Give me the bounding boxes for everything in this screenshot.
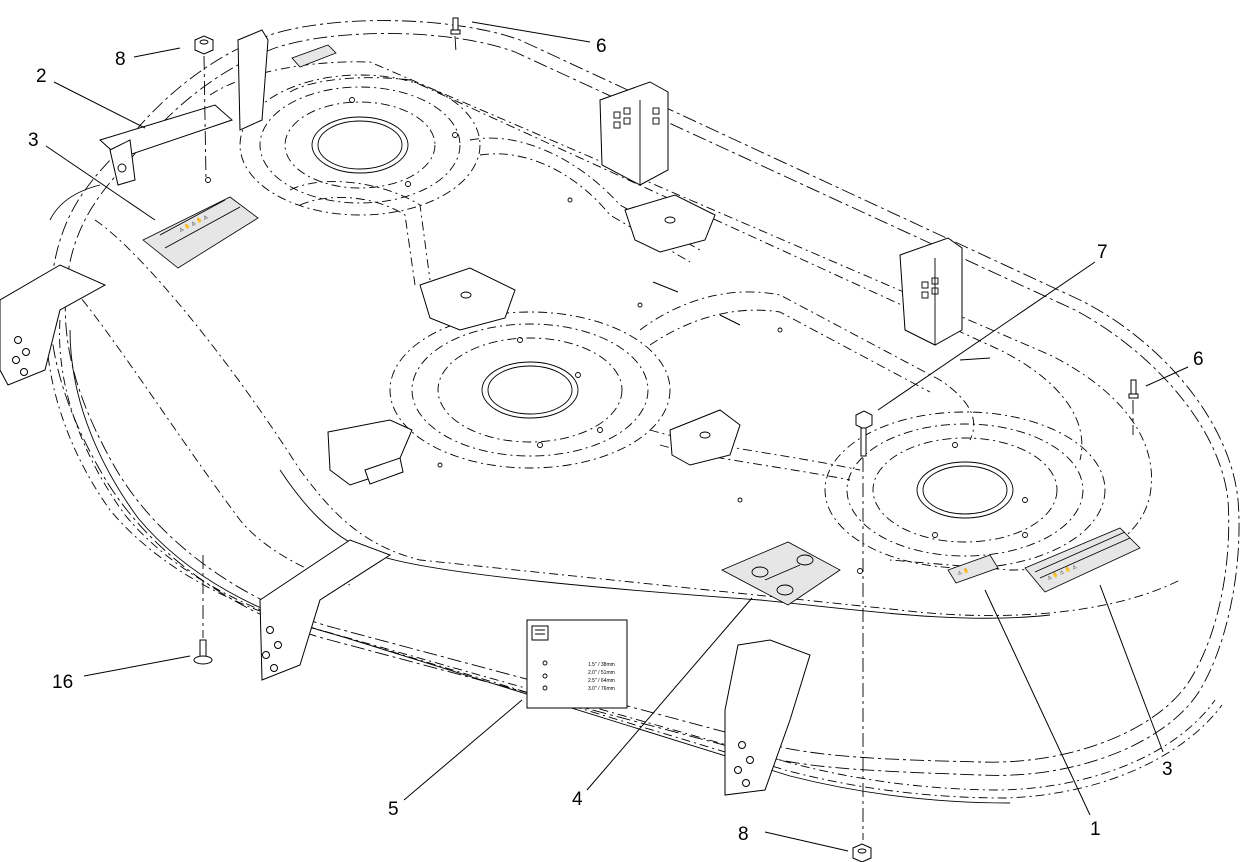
rear-upright-left xyxy=(599,81,669,186)
deck-holes xyxy=(205,97,1028,574)
pin-6-right xyxy=(1128,379,1139,435)
decal-5: 1.5" / 38mm 2.0" / 51mm 2.5" / 64mm 3.0"… xyxy=(526,619,628,709)
callout-8-top: 8 xyxy=(115,49,126,70)
spindle-left xyxy=(239,74,481,216)
svg-text:2.0" / 51mm: 2.0" / 51mm xyxy=(588,670,615,676)
callout-3-right: 3 xyxy=(1162,759,1173,780)
front-bracket-right xyxy=(724,639,811,796)
callout-6-right: 6 xyxy=(1193,349,1204,370)
svg-text:1.5" / 38mm: 1.5" / 38mm xyxy=(588,662,615,668)
front-bracket-mid-left xyxy=(327,419,413,486)
callout-3-left: 3 xyxy=(28,130,39,151)
nut-8-bottom xyxy=(852,843,872,862)
callout-4: 4 xyxy=(572,789,583,810)
svg-text:3.0" / 76mm: 3.0" / 76mm xyxy=(588,686,615,692)
rear-upright-right xyxy=(899,237,963,346)
callouts: 8 2 3 6 7 6 16 5 4 8 1 3 xyxy=(28,36,1204,845)
svg-text:2.5" / 64mm: 2.5" / 64mm xyxy=(588,678,615,684)
pin-6-top xyxy=(450,17,461,53)
callout-2: 2 xyxy=(36,66,47,87)
callout-6-top: 6 xyxy=(596,36,607,57)
callout-16: 16 xyxy=(52,672,73,693)
spindle-center xyxy=(389,311,671,469)
rim-decal xyxy=(291,44,337,68)
decal-3-right: ⚠ ✋ ⚠ ✋ ⚠ xyxy=(1024,527,1141,593)
top-brackets xyxy=(419,194,741,466)
callout-8-bottom: 8 xyxy=(738,824,749,845)
callout-7: 7 xyxy=(1097,242,1108,263)
nut-8-top xyxy=(194,35,214,181)
leader-lines xyxy=(45,21,1189,852)
deck-housing xyxy=(45,20,1240,804)
front-bracket-far-left xyxy=(0,264,107,386)
rear-pivot-arm xyxy=(49,29,269,221)
bolt-16 xyxy=(193,555,213,665)
decal-3-left: ⚠ ✋ ⚠ ✋ ⚠ xyxy=(142,196,259,269)
spindle-right xyxy=(824,411,1106,569)
callout-1: 1 xyxy=(1090,819,1101,840)
decal-4 xyxy=(721,541,841,606)
svg-text:⚠ ✋: ⚠ ✋ xyxy=(956,567,970,577)
front-bracket-left xyxy=(259,539,392,681)
decal-1: ⚠ ✋ xyxy=(947,554,999,584)
callout-5: 5 xyxy=(388,799,399,820)
bolt-7 xyxy=(855,410,873,840)
